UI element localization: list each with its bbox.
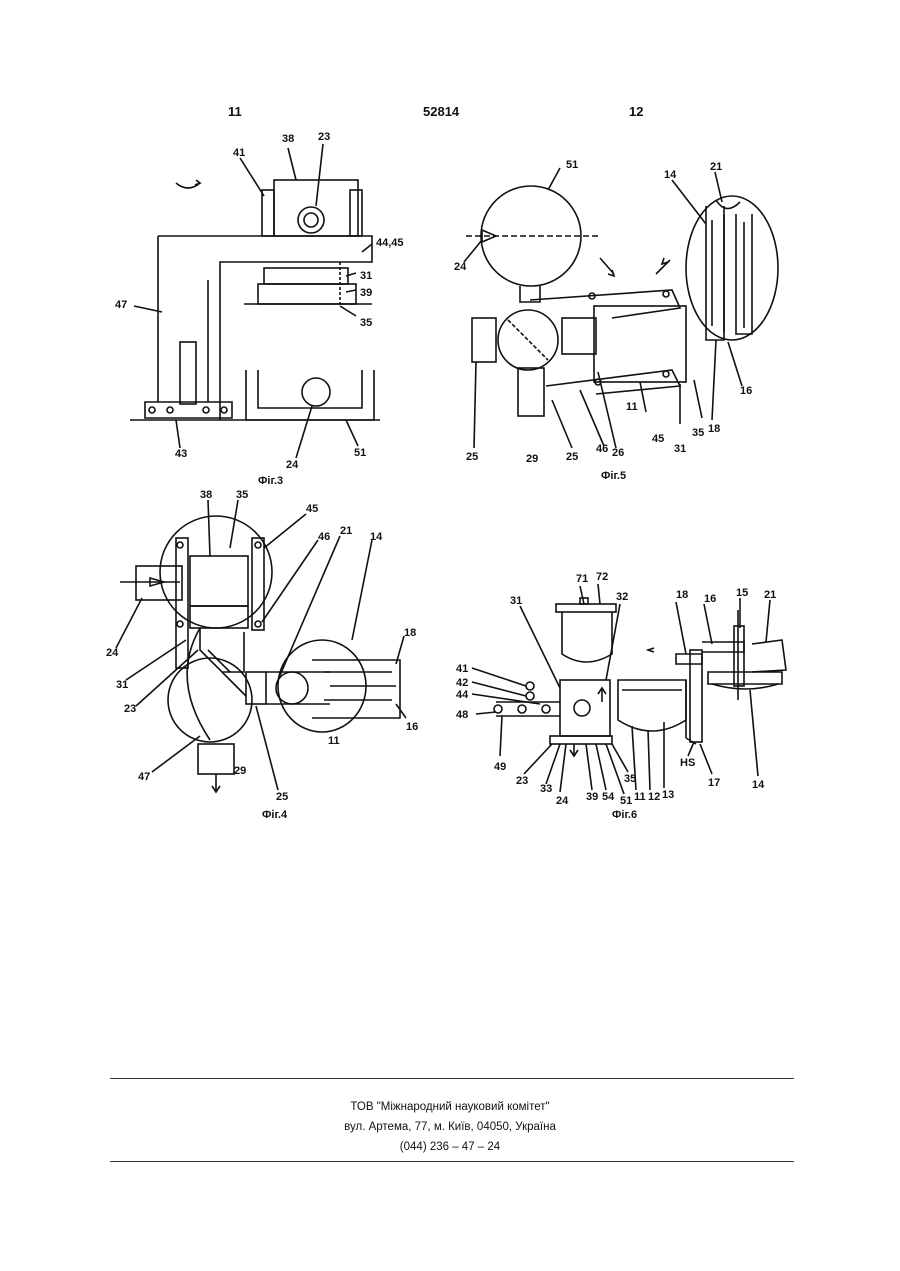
- fig4-label-25: 25: [276, 791, 288, 803]
- fig6-label-15: 15: [736, 587, 748, 599]
- fig6-label-41: 41: [456, 663, 468, 675]
- fig6-label-HS: HS: [680, 757, 695, 769]
- fig4-label-21: 21: [340, 525, 352, 537]
- fig5-label-31: 31: [674, 443, 686, 455]
- fig6-label-31: 31: [510, 595, 522, 607]
- fig5-caption: Фіг.5: [601, 470, 626, 482]
- fig6-label-44: 44: [456, 689, 469, 701]
- fig6-label-39: 39: [586, 791, 598, 803]
- fig3-label-41: 41: [233, 147, 245, 159]
- fig4-label-47: 47: [138, 771, 150, 783]
- fig5-label-24: 24: [454, 261, 467, 273]
- figure-4-drawing: [116, 500, 406, 792]
- fig6-label-33: 33: [540, 783, 552, 795]
- figure-6-drawing: [472, 584, 786, 794]
- fig6-label-12: 12: [648, 791, 660, 803]
- figure-3-drawing: [130, 144, 380, 458]
- fig4-label-11: 11: [328, 735, 340, 747]
- fig6-label-23: 23: [516, 775, 528, 787]
- fig4-label-18: 18: [404, 627, 416, 639]
- fig5-label-46: 46: [596, 443, 608, 455]
- fig6-label-21: 21: [764, 589, 776, 601]
- fig5-label-35: 35: [692, 427, 704, 439]
- fig5-label-26: 26: [612, 447, 624, 459]
- fig3-label-43: 43: [175, 448, 187, 460]
- fig5-label-25a: 25: [466, 451, 478, 463]
- fig6-label-13: 13: [662, 789, 674, 801]
- fig6-label-24: 24: [556, 795, 569, 807]
- footer-rule-top: [110, 1078, 794, 1079]
- fig5-label-11: 11: [626, 401, 638, 413]
- fig3-label-38: 38: [282, 133, 294, 145]
- fig3-label-31: 31: [360, 270, 372, 282]
- fig5-label-16: 16: [740, 385, 752, 397]
- fig3-label-44-45: 44,45: [376, 237, 404, 249]
- fig6-label-42: 42: [456, 677, 468, 689]
- fig3-label-35: 35: [360, 317, 372, 329]
- fig6-label-72: 72: [596, 571, 608, 583]
- fig5-label-21: 21: [710, 161, 722, 173]
- fig3-label-39: 39: [360, 287, 372, 299]
- fig5-label-51: 51: [566, 159, 578, 171]
- fig4-label-23: 23: [124, 703, 136, 715]
- fig4-label-14: 14: [370, 531, 383, 543]
- fig4-label-45: 45: [306, 503, 318, 515]
- fig4-label-29: 29: [234, 765, 246, 777]
- patent-drawings: 38 23 41 44,45 31 39 47 35 43 24 51 Фіг.…: [0, 0, 900, 900]
- fig6-caption: Фіг.6: [612, 809, 637, 821]
- fig5-label-25b: 25: [566, 451, 578, 463]
- fig4-caption: Фіг.4: [262, 809, 288, 821]
- fig3-label-51: 51: [354, 447, 366, 459]
- footer-phone: (044) 236 – 47 – 24: [0, 1141, 900, 1153]
- fig6-label-18: 18: [676, 589, 688, 601]
- fig6-label-71: 71: [576, 573, 588, 585]
- fig6-label-32: 32: [616, 591, 628, 603]
- fig3-label-24: 24: [286, 459, 299, 471]
- fig3-label-23: 23: [318, 131, 330, 143]
- fig4-label-38: 38: [200, 489, 212, 501]
- fig5-label-29: 29: [526, 453, 538, 465]
- fig6-label-17: 17: [708, 777, 720, 789]
- fig6-label-35: 35: [624, 773, 636, 785]
- fig6-label-14: 14: [752, 779, 765, 791]
- figure-5-drawing: [464, 168, 778, 448]
- fig6-label-51: 51: [620, 795, 632, 807]
- fig5-label-14: 14: [664, 169, 677, 181]
- fig4-label-46: 46: [318, 531, 330, 543]
- fig6-label-48: 48: [456, 709, 468, 721]
- fig4-label-35: 35: [236, 489, 248, 501]
- fig5-label-45: 45: [652, 433, 664, 445]
- footer-company: ТОВ "Міжнародний науковий комітет": [0, 1101, 900, 1113]
- fig6-label-49: 49: [494, 761, 506, 773]
- footer-address: вул. Артема, 77, м. Київ, 04050, Україна: [0, 1121, 900, 1133]
- fig4-label-16: 16: [406, 721, 418, 733]
- fig6-label-54: 54: [602, 791, 615, 803]
- footer-rule-bottom: [110, 1161, 794, 1162]
- fig3-caption: Фіг.3: [258, 475, 283, 487]
- fig4-label-24: 24: [106, 647, 119, 659]
- fig3-label-47: 47: [115, 299, 127, 311]
- fig6-label-16: 16: [704, 593, 716, 605]
- fig6-label-11: 11: [634, 791, 646, 803]
- fig5-label-18: 18: [708, 423, 720, 435]
- fig4-label-31: 31: [116, 679, 128, 691]
